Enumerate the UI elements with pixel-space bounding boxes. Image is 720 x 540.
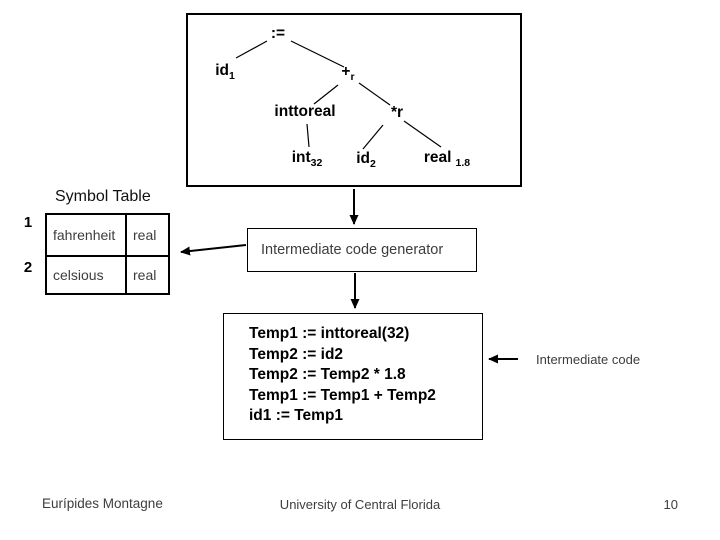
symbol-table: fahrenheit real celsious real: [45, 213, 170, 295]
tree-node-id2: id2: [356, 150, 376, 170]
code-line: id1 := Temp1: [249, 407, 344, 424]
symbol-table-row-1-number: 1: [23, 214, 33, 231]
symbol-table-cell-type: real: [127, 215, 168, 257]
tree-node-label: id: [356, 149, 370, 167]
footer-page-number: 10: [663, 497, 678, 512]
symbol-table-cell-name: celsious: [47, 257, 127, 293]
tree-node-id1: id1: [215, 62, 235, 82]
intermediate-code-generator-box: Intermediate code generator: [247, 228, 477, 272]
intermediate-code-box: Temp1 := inttoreal(32) Temp2 := id2 Temp…: [223, 313, 483, 440]
footer-author: Eurípides Montagne: [42, 496, 163, 511]
tree-node-subscript: r: [350, 71, 355, 84]
tree-node-label: inttoreal: [274, 103, 336, 120]
code-line: Temp1 := inttoreal(32): [249, 325, 410, 342]
tree-node-inttoreal: inttoreal: [274, 103, 335, 121]
code-line: Temp2 := id2: [249, 345, 344, 363]
tree-node-label: *r: [390, 104, 404, 121]
footer-institution: University of Central Florida: [279, 497, 441, 512]
tree-node-plus-r: +r: [341, 63, 354, 83]
tree-node-assign: :=: [271, 25, 285, 43]
intermediate-code-generator-label: Intermediate code generator: [261, 242, 444, 258]
tree-node-subscript: 2: [369, 158, 376, 171]
tree-node-star-r: *r: [391, 104, 403, 122]
tree-node-label: id: [215, 61, 229, 79]
intermediate-code-label: Intermediate code: [536, 352, 641, 367]
tree-node-subscript: 32: [310, 157, 323, 170]
tree-node-int32: int32: [292, 149, 323, 169]
arrow-generator-to-symbol-table: [180, 244, 247, 256]
tree-node-subscript: 1: [228, 70, 235, 83]
syntax-tree-box: [186, 13, 522, 187]
code-line: Temp1 := Temp1 + Temp2: [249, 386, 436, 404]
tree-node-label: int: [291, 148, 311, 166]
tree-node-label: real: [423, 148, 452, 166]
code-line: Temp2 := Temp2 * 1.8: [249, 366, 406, 383]
tree-node-subscript: 1.8: [455, 157, 471, 170]
symbol-table-cell-type: real: [133, 267, 157, 283]
symbol-table-row-2-number: 2: [23, 259, 33, 276]
tree-node-label: +: [341, 62, 351, 80]
symbol-table-cell-name: fahrenheit: [47, 215, 127, 257]
symbol-table-title: Symbol Table: [55, 188, 151, 205]
tree-node-label: :=: [270, 25, 286, 42]
